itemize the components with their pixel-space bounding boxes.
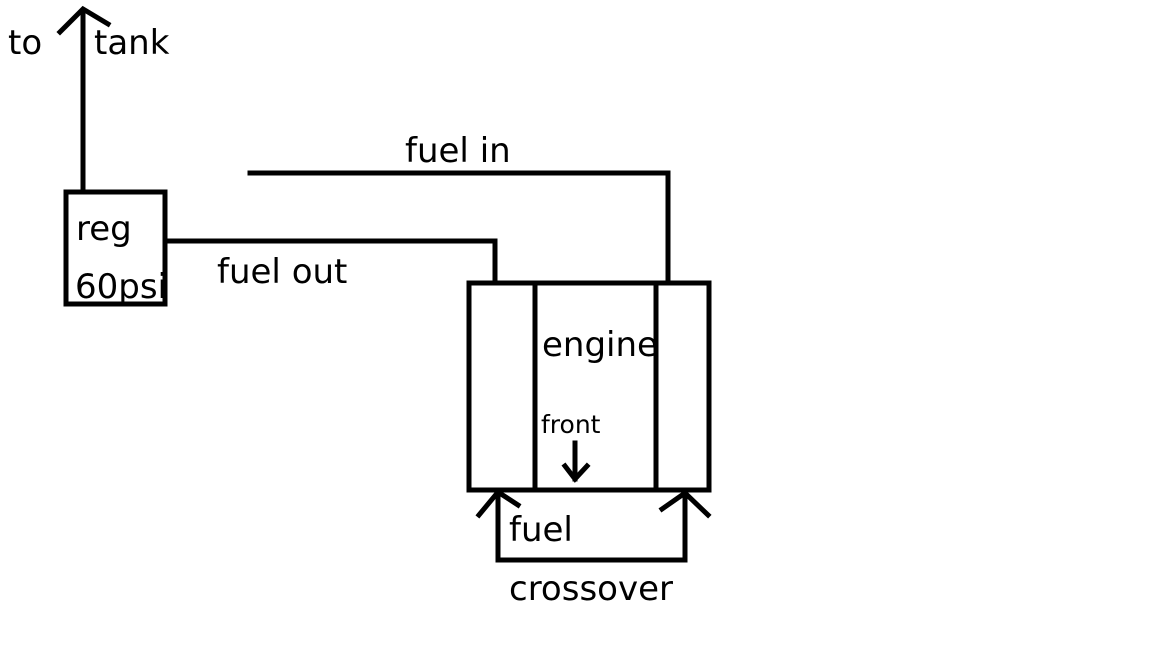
arrowhead-left-up bbox=[475, 488, 522, 519]
label-60psi: 60psi bbox=[75, 267, 167, 307]
engine-box bbox=[466, 280, 712, 493]
label-tank: tank bbox=[94, 23, 170, 63]
label-engine: engine bbox=[542, 325, 658, 365]
to-tank-arrow bbox=[56, 5, 112, 193]
label-fuel-out: fuel out bbox=[217, 252, 347, 292]
label-front: front bbox=[541, 410, 601, 439]
label-fuel: fuel bbox=[509, 510, 573, 550]
arrowhead-up bbox=[56, 5, 112, 36]
label-fuel-in: fuel in bbox=[405, 131, 511, 171]
fuel-in-line bbox=[247, 170, 671, 285]
arrowhead-down bbox=[561, 462, 591, 483]
label-crossover: crossover bbox=[509, 569, 673, 609]
label-reg: reg bbox=[76, 209, 132, 249]
fuel-crossover-line bbox=[495, 491, 688, 563]
fuel-out-line bbox=[164, 238, 498, 285]
front-arrow bbox=[561, 440, 591, 483]
label-to: to bbox=[8, 23, 42, 63]
arrowhead-right-up bbox=[658, 489, 712, 519]
regulator-box bbox=[63, 189, 168, 307]
